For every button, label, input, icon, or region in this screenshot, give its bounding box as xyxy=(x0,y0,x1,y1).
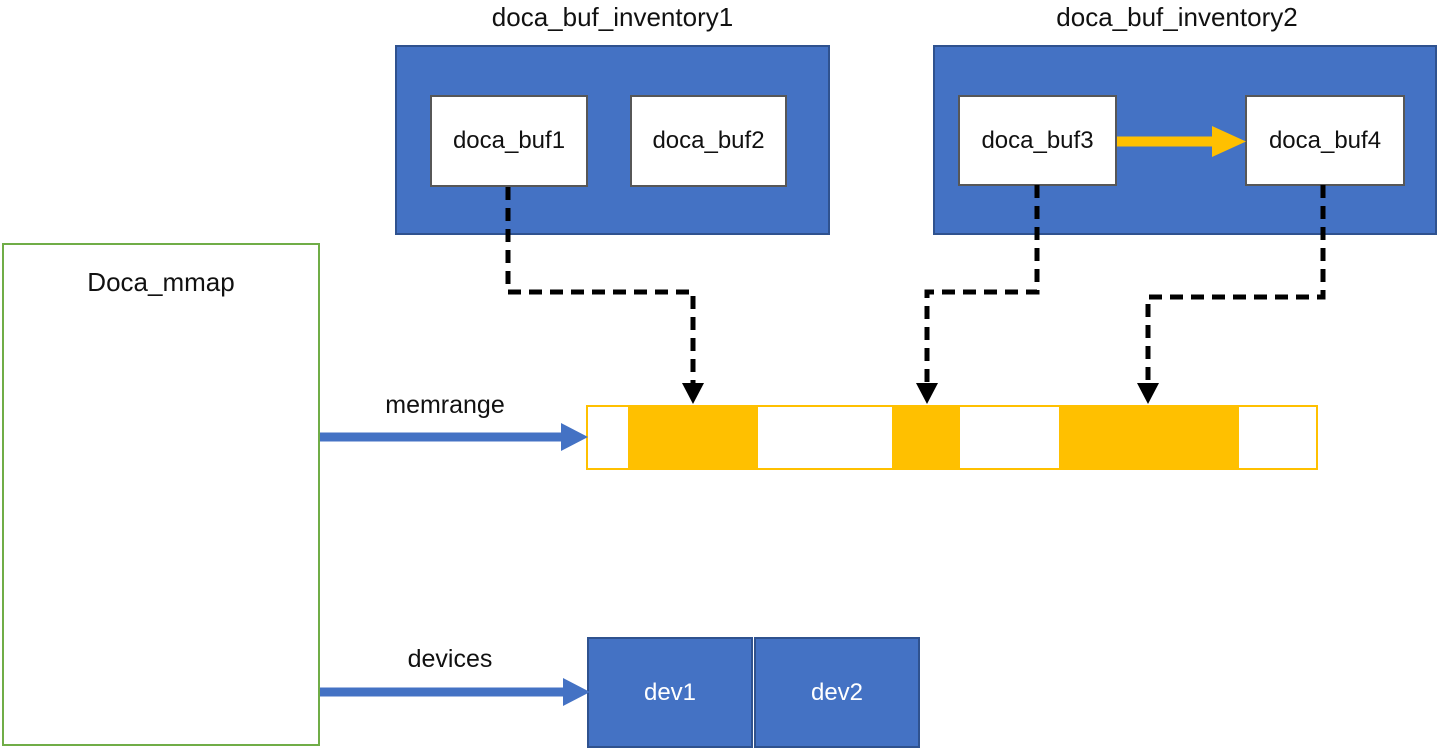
dev2-box: dev2 xyxy=(754,637,920,748)
memrange-segment-white xyxy=(1239,407,1316,468)
memrange-segment-gold xyxy=(892,407,960,468)
arrowhead-down-icon xyxy=(1137,383,1159,404)
doca-buf1-box: doca_buf1 xyxy=(430,95,588,187)
doca-buf4-label: doca_buf4 xyxy=(1268,126,1382,154)
inventory2-title: doca_buf_inventory2 xyxy=(1056,1,1298,32)
doca-mmap-box: Doca_mmap xyxy=(2,243,320,746)
memrange-segment-white xyxy=(588,407,628,468)
doca-buf3-label: doca_buf3 xyxy=(981,126,1094,154)
doca-buf1-label: doca_buf1 xyxy=(452,127,566,154)
memrange-bar xyxy=(586,405,1318,470)
arrowhead-down-icon xyxy=(916,383,938,404)
memrange-segment-white xyxy=(758,407,892,468)
devices-edge-label: devices xyxy=(407,644,493,673)
memrange-segment-white xyxy=(960,407,1059,468)
dev2-label: dev2 xyxy=(810,678,864,706)
memrange-arrow xyxy=(320,423,588,451)
doca-buf4-box: doca_buf4 xyxy=(1245,95,1405,186)
memrange-segment-gold xyxy=(628,407,758,468)
doca-buf2-box: doca_buf2 xyxy=(630,95,787,187)
doca-buf3-box: doca_buf3 xyxy=(958,95,1117,186)
doca-mmap-label: Doca_mmap xyxy=(87,267,235,297)
inventory1-title: doca_buf_inventory1 xyxy=(491,1,734,32)
dev1-label: dev1 xyxy=(643,678,697,706)
doca-buf2-label: doca_buf2 xyxy=(652,127,765,154)
devices-arrow xyxy=(320,678,590,706)
dev1-box: dev1 xyxy=(587,637,753,748)
memrange-segment-gold xyxy=(1059,407,1239,468)
memrange-edge-label: memrange xyxy=(385,390,505,419)
arrowhead-down-icon xyxy=(682,383,704,404)
